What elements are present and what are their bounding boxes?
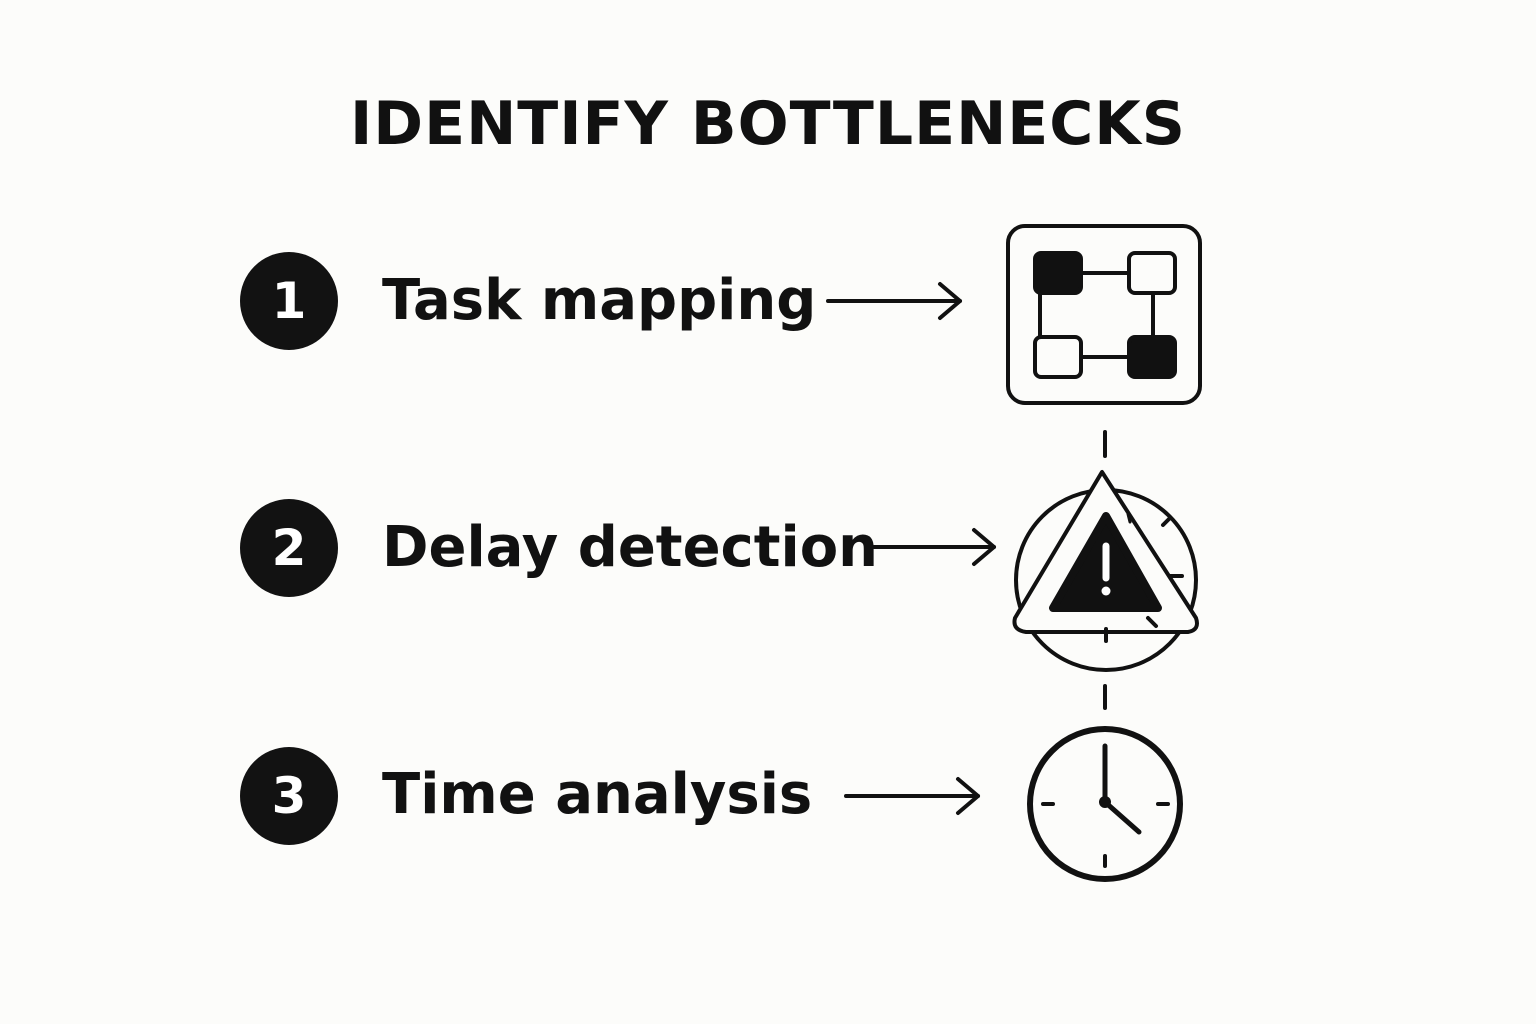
step-3-arrow: [844, 777, 980, 815]
step-1-arrow: [826, 282, 962, 320]
connector-line: [1103, 430, 1107, 458]
step-1-number-badge: 1: [240, 252, 338, 350]
diagram-title: IDENTIFY BOTTLENECKS: [349, 89, 1187, 159]
task-mapping-icon: [1006, 224, 1202, 405]
step-3-number-badge: 3: [240, 747, 338, 845]
step-2-number-badge: 2: [240, 499, 338, 597]
warning-clock-icon: [1012, 470, 1199, 672]
step-2-label: Delay detection: [382, 515, 879, 580]
connector-line: [1103, 684, 1107, 710]
step-1-label: Task mapping: [382, 268, 817, 333]
clock-icon: [1027, 726, 1183, 882]
step-2-arrow: [872, 528, 996, 566]
step-3-label: Time analysis: [382, 762, 813, 827]
